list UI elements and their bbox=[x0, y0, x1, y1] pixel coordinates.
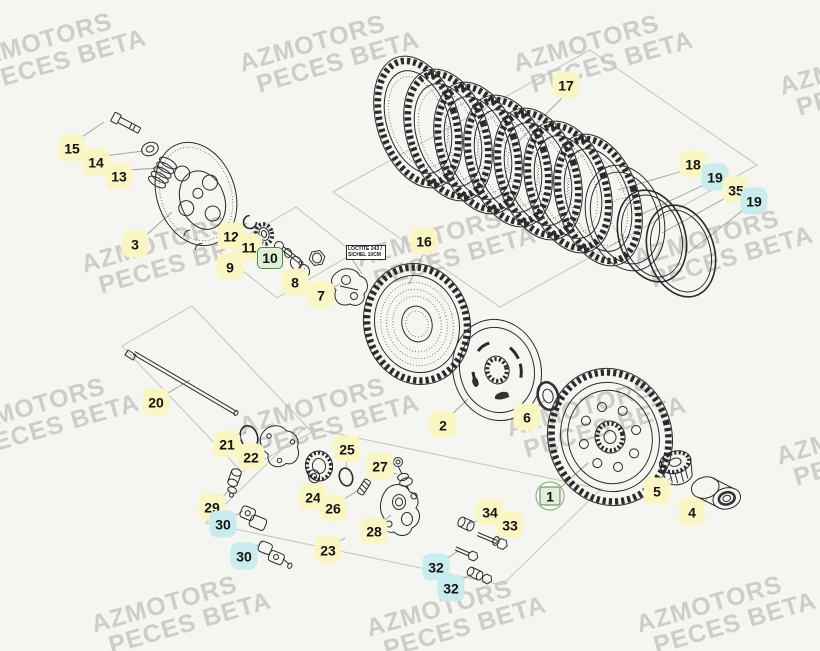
part-callout-21[interactable]: 21 bbox=[213, 430, 241, 458]
cover-gasket bbox=[259, 425, 299, 468]
part-callout-8[interactable]: 8 bbox=[281, 268, 309, 296]
steel-plate bbox=[584, 164, 666, 272]
clutch-basket bbox=[547, 367, 673, 507]
part-callout-10[interactable]: 10 bbox=[257, 247, 283, 269]
fastener-group-right bbox=[454, 516, 508, 585]
part-callout-20[interactable]: 20 bbox=[142, 388, 170, 416]
part-callout-9[interactable]: 9 bbox=[216, 253, 244, 281]
clutch-spring bbox=[148, 156, 177, 189]
part-callout-33[interactable]: 33 bbox=[496, 511, 524, 539]
part-callout-32[interactable]: 32 bbox=[437, 574, 465, 602]
part-callout-1[interactable]: 1 bbox=[535, 481, 565, 511]
part-callout-26[interactable]: 26 bbox=[319, 494, 347, 522]
part-callout-13[interactable]: 13 bbox=[105, 162, 133, 190]
friction-drum bbox=[362, 263, 472, 385]
note-line1: LOCTITE 243 / bbox=[348, 246, 382, 252]
fastener-group-left bbox=[227, 468, 293, 569]
guide-boxes bbox=[121, 49, 758, 586]
part-callout-23[interactable]: 23 bbox=[314, 536, 342, 564]
pushrod-shaft bbox=[124, 349, 239, 416]
spring-bolt bbox=[110, 111, 142, 134]
release-lever bbox=[331, 268, 368, 306]
part-callout-24[interactable]: 24 bbox=[299, 483, 327, 511]
part-callout-16[interactable]: 16 bbox=[410, 227, 438, 255]
part-callout-22[interactable]: 22 bbox=[237, 443, 265, 471]
thrust-washer bbox=[536, 380, 560, 412]
note-line2: SICHEL 10CM bbox=[348, 251, 381, 258]
primary-gear bbox=[658, 450, 693, 486]
spring-washer bbox=[141, 141, 159, 157]
spring-ring bbox=[645, 204, 717, 298]
part-callout-30[interactable]: 30 bbox=[209, 510, 237, 538]
pressure-plate bbox=[154, 141, 238, 250]
part-callout-17[interactable]: 17 bbox=[552, 71, 580, 99]
part-callout-6[interactable]: 6 bbox=[513, 403, 541, 431]
part-callout-4[interactable]: 4 bbox=[678, 498, 706, 526]
part-callout-3[interactable]: 3 bbox=[121, 230, 149, 258]
part-callout-14[interactable]: 14 bbox=[82, 148, 110, 176]
part-callout-19[interactable]: 19 bbox=[740, 187, 768, 215]
loctite-note-label: LOCTITE 243 / SICHEL 10CM bbox=[346, 245, 386, 261]
part-callout-5[interactable]: 5 bbox=[643, 477, 671, 505]
callout-number: 1 bbox=[539, 486, 561, 506]
part-callout-25[interactable]: 25 bbox=[333, 435, 361, 463]
clutch-disc-stack bbox=[358, 45, 717, 298]
part-callout-2[interactable]: 2 bbox=[429, 411, 457, 439]
part-callout-28[interactable]: 28 bbox=[360, 517, 388, 545]
actuator-group bbox=[304, 450, 420, 536]
part-callout-15[interactable]: 15 bbox=[58, 134, 86, 162]
part-callout-27[interactable]: 27 bbox=[366, 452, 394, 480]
part-callout-7[interactable]: 7 bbox=[307, 281, 335, 309]
part-callout-30[interactable]: 30 bbox=[230, 542, 258, 570]
